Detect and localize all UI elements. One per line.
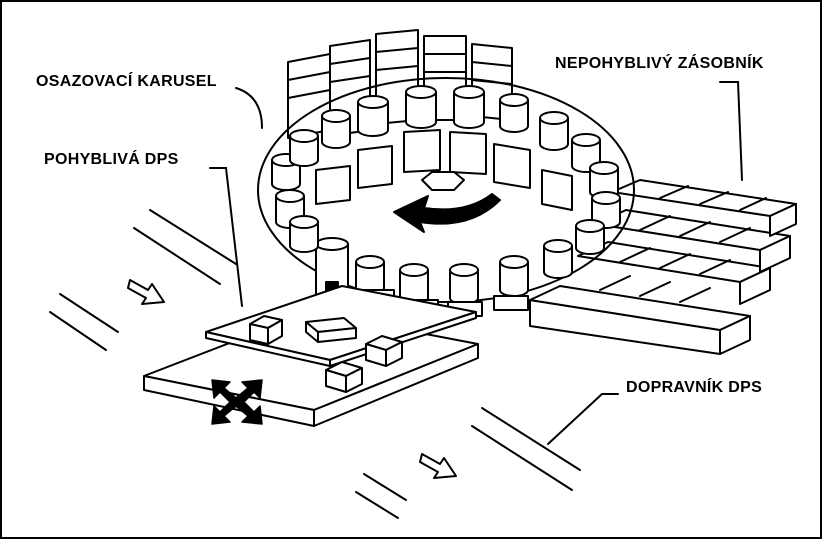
conveyor-rails-left xyxy=(50,210,236,350)
label-conveyor: DOPRAVNÍK DPS xyxy=(626,377,762,396)
conveyor-arrow-icon xyxy=(128,280,164,304)
carousel-hub xyxy=(422,172,464,190)
conveyor-rails-right xyxy=(356,408,580,518)
conveyor-arrow-icon-2 xyxy=(420,454,456,478)
leader-feeder xyxy=(720,82,742,180)
label-carousel: OSAZOVACÍ KARUSEL xyxy=(36,71,217,90)
moving-pcb-table xyxy=(144,286,478,426)
label-feeder: NEPOHYBLIVÝ ZÁSOBNÍK xyxy=(555,53,764,72)
leader-conveyor xyxy=(548,394,618,444)
label-pcb: POHYBLIVÁ DPS xyxy=(44,149,179,168)
leader-pcb xyxy=(210,168,242,306)
rotation-arrow-icon xyxy=(394,194,500,232)
leader-carousel xyxy=(236,88,262,128)
